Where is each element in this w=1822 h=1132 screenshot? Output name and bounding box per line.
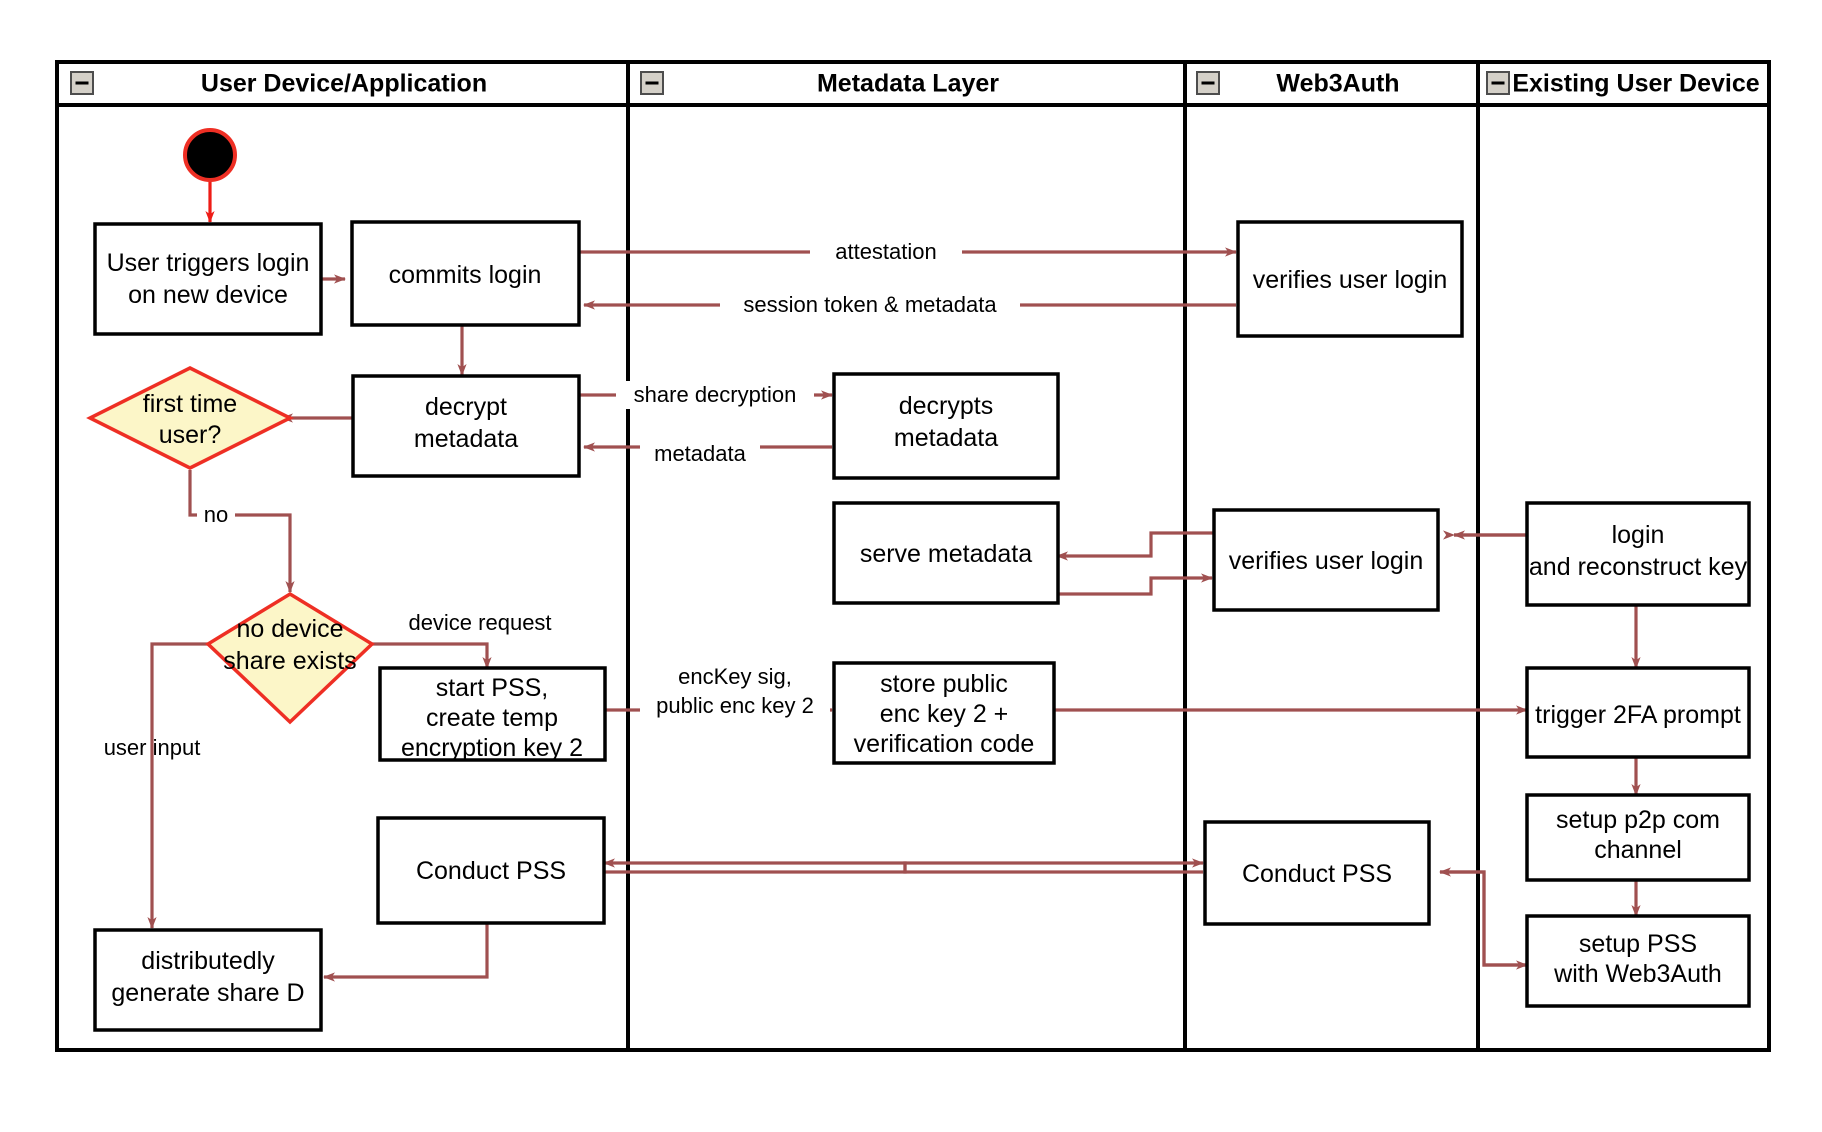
node-decrypt-metadata-line-2: metadata	[414, 425, 518, 453]
swimlane-frame	[55, 60, 1771, 1052]
label-session-token-text: session token & metadata	[743, 292, 997, 317]
node-decrypts-metadata[interactable]: decrypts metadata	[832, 372, 1060, 480]
node-commits-login-line-1: commits login	[389, 261, 542, 289]
lane-title-existing-device: Existing User Device	[1512, 70, 1759, 98]
node-store-pubkey-line-2: enc key 2 +	[880, 700, 1009, 728]
node-serve-metadata-line-1: serve metadata	[860, 540, 1032, 568]
node-setup-p2p-line-2: channel	[1594, 836, 1682, 864]
node-no-device-share-line-2: share exists	[223, 647, 356, 675]
edge-user-input	[147, 642, 208, 929]
node-start-pss-line-1: start PSS,	[436, 674, 549, 702]
label-user-input-text: user input	[104, 735, 201, 760]
lane-title-metadata: Metadata Layer	[817, 70, 999, 98]
node-setup-pss-w3a-line-1: setup PSS	[1579, 930, 1697, 958]
node-setup-p2p-line-1: setup p2p com	[1556, 806, 1720, 834]
node-user-triggers-login-line-1: User triggers login	[107, 249, 310, 277]
collapse-minus-icon[interactable]	[640, 71, 664, 95]
lane-header-metadata[interactable]: Metadata Layer	[640, 70, 999, 98]
edge-serve-metadata-to-verifies	[1057, 573, 1213, 596]
edge-verifies-to-serve-metadata	[1056, 531, 1217, 561]
node-setup-pss-w3a-line-2: with Web3Auth	[1553, 960, 1722, 988]
edge-device-request	[372, 642, 492, 669]
lane-outer-border	[55, 60, 1771, 1052]
label-share-decryption: share decryption	[616, 381, 814, 409]
node-login-reconstruct-line-2: and reconstruct key	[1529, 553, 1748, 581]
node-conduct-pss-web3auth[interactable]: Conduct PSS	[1203, 820, 1431, 926]
node-start-pss-line-2: create temp	[426, 704, 558, 732]
label-device-request-text: device request	[408, 610, 551, 635]
collapse-minus-icon[interactable]	[70, 71, 94, 95]
start-node[interactable]	[183, 128, 237, 182]
start-circle-icon[interactable]	[183, 128, 237, 182]
node-setup-pss-with-web3auth[interactable]: setup PSS with Web3Auth	[1525, 914, 1751, 1008]
node-verifies-user-login-2[interactable]: verifies user login	[1212, 508, 1440, 612]
node-no-device-share-exists[interactable]: no device share exists	[205, 591, 375, 725]
label-enckey-line2: public enc key 2	[656, 693, 814, 718]
node-setup-p2p-com-channel[interactable]: setup p2p com channel	[1525, 793, 1751, 882]
lane-header-web3auth[interactable]: Web3Auth	[1196, 70, 1400, 98]
label-share-decryption-text: share decryption	[634, 382, 797, 407]
collapse-minus-icon[interactable]	[1196, 71, 1220, 95]
node-user-triggers-login[interactable]: User triggers login on new device	[93, 222, 323, 336]
lane-title-web3auth: Web3Auth	[1276, 70, 1399, 98]
node-decrypts-metadata-line-2: metadata	[894, 424, 998, 452]
label-device-request: device request	[390, 609, 570, 637]
node-decrypt-metadata-line-1: decrypt	[425, 393, 507, 421]
lane-title-user-device: User Device/Application	[201, 70, 487, 98]
node-store-public-enc-key[interactable]: store public enc key 2 + verification co…	[832, 661, 1056, 765]
label-enckey-sig: encKey sig, public enc key 2	[640, 663, 830, 719]
node-distributedly-generate-share-d[interactable]: distributedly generate share D	[93, 928, 323, 1032]
node-first-time-user[interactable]: first time user?	[86, 366, 294, 470]
node-serve-metadata[interactable]: serve metadata	[832, 501, 1060, 605]
node-login-and-reconstruct-key[interactable]: login and reconstruct key	[1525, 501, 1751, 607]
label-metadata-text: metadata	[654, 441, 746, 466]
node-store-pubkey-line-3: verification code	[854, 730, 1035, 758]
node-generate-share-d-line-1: distributedly	[141, 947, 275, 975]
node-login-reconstruct-line-1: login	[1612, 521, 1665, 549]
node-first-time-user-line-2: user?	[159, 421, 222, 449]
node-start-pss[interactable]: start PSS, create temp encryption key 2	[378, 666, 607, 762]
node-first-time-user-line-1: first time	[143, 390, 237, 418]
label-no-text: no	[204, 502, 228, 527]
node-verifies-user-login-1[interactable]: verifies user login	[1236, 220, 1464, 338]
node-start-pss-line-3: encryption key 2	[401, 734, 583, 762]
lane-header-user-device[interactable]: User Device/Application	[70, 70, 487, 98]
node-user-triggers-login-line-2: on new device	[128, 281, 288, 309]
edge-conductpss-to-sharedmass	[323, 923, 489, 982]
edge-conductpss-to-setuppss	[1440, 870, 1528, 970]
label-session-token: session token & metadata	[720, 291, 1020, 319]
lane-header-existing-device[interactable]: Existing User Device	[1486, 70, 1760, 98]
node-decrypt-metadata[interactable]: decrypt metadata	[351, 374, 581, 478]
label-attestation-text: attestation	[835, 239, 937, 264]
edge-labels-layer: attestation session token & metadata sha…	[104, 238, 1020, 760]
node-store-pubkey-line-1: store public	[880, 670, 1008, 698]
label-metadata: metadata	[640, 440, 760, 468]
label-user-input: user input	[104, 735, 201, 760]
node-conduct-pss-w3a-line-1: Conduct PSS	[1242, 860, 1392, 888]
node-verifies-login-1-line-1: verifies user login	[1253, 266, 1448, 294]
label-attestation: attestation	[810, 238, 962, 266]
node-generate-share-d-line-2: generate share D	[111, 979, 304, 1007]
node-decrypts-metadata-line-1: decrypts	[899, 392, 993, 420]
collapse-minus-icon[interactable]	[1486, 71, 1510, 95]
node-trigger-2fa-line-1: trigger 2FA prompt	[1535, 701, 1741, 729]
edge-userpss-to-w3apss	[604, 858, 1204, 874]
label-no: no	[197, 501, 235, 528]
node-conduct-pss-user[interactable]: Conduct PSS	[376, 816, 606, 925]
label-enckey-line1: encKey sig,	[678, 664, 792, 689]
node-verifies-login-2-line-1: verifies user login	[1229, 547, 1424, 575]
node-trigger-2fa-prompt[interactable]: trigger 2FA prompt	[1525, 666, 1751, 759]
node-commits-login[interactable]: commits login	[350, 220, 581, 327]
node-no-device-share-line-1: no device	[236, 615, 343, 643]
node-conduct-pss-user-line-1: Conduct PSS	[416, 857, 566, 885]
edge-no-to-nodeviceshare	[188, 470, 295, 593]
